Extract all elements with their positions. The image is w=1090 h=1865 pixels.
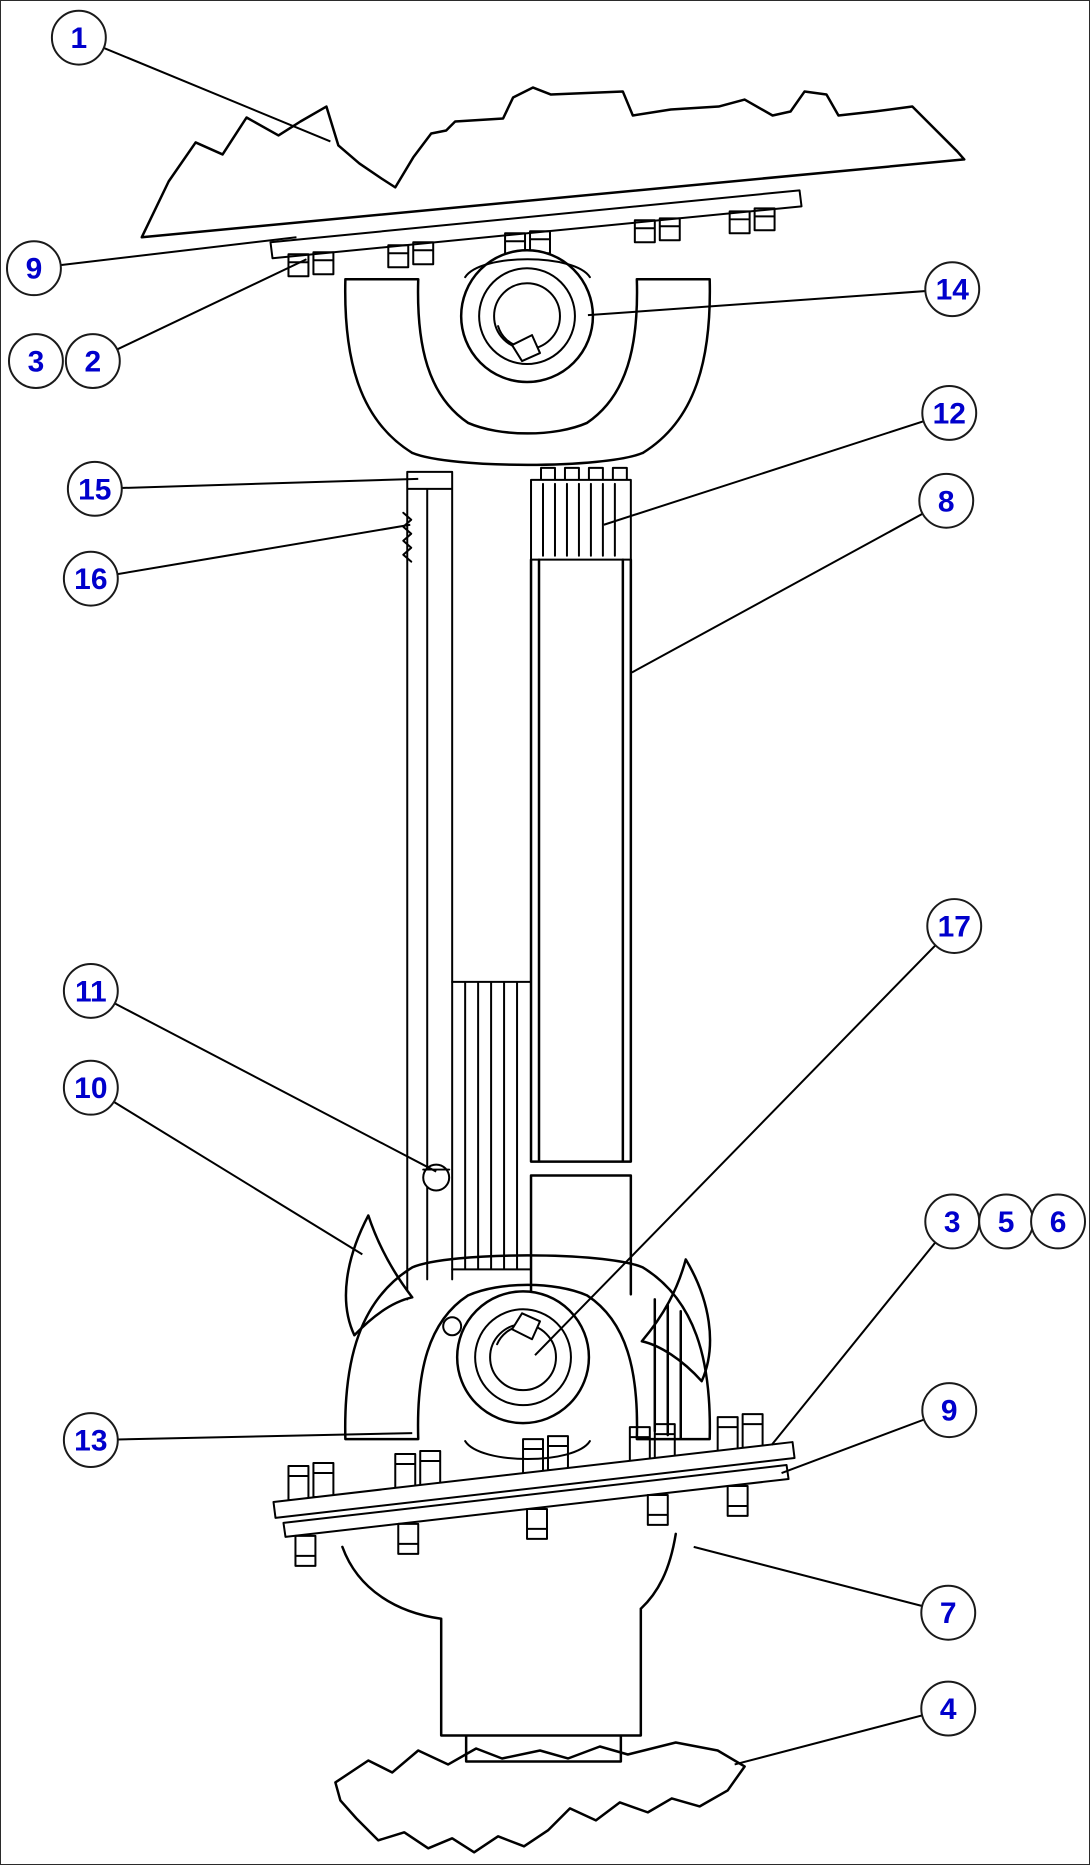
spline-overlap-section — [451, 980, 533, 1271]
callout-number-3-2: 2 — [85, 346, 102, 379]
callout-leader-0-1 — [78, 36, 331, 143]
callout-balloon-0-1[interactable] — [50, 9, 107, 66]
callout-balloon-16-13[interactable] — [62, 1412, 119, 1469]
callout-balloon-4-14[interactable] — [924, 261, 981, 318]
top-bearing-middle-ring — [478, 267, 576, 366]
callout-leader-17-7 — [693, 1545, 949, 1614]
differential-housing — [341, 1532, 678, 1763]
spline-seal-zigzag — [402, 511, 413, 563]
callout-number-12-3: 3 — [944, 1206, 961, 1239]
callout-leader-11-17 — [534, 925, 955, 1356]
callout-leader-3-2 — [92, 258, 307, 362]
callout-balloon-14-6[interactable] — [1030, 1193, 1087, 1250]
bottom-bearing-keyway — [511, 1312, 542, 1341]
top-u-joint-bearing — [459, 249, 595, 384]
callout-number-17-7: 7 — [940, 1597, 957, 1630]
driveshaft-line-art — [140, 86, 966, 1854]
callout-number-16-13: 13 — [74, 1425, 107, 1458]
slip-shaft-left-member — [406, 470, 454, 1301]
torn-axle-bottom — [334, 1741, 746, 1854]
callout-leader-4-14 — [587, 288, 953, 317]
callout-number-0-1: 1 — [71, 22, 88, 55]
callout-balloon-6-8[interactable] — [918, 472, 975, 529]
yoke-lube-hole — [442, 1316, 463, 1337]
callout-number-14-6: 6 — [1050, 1206, 1067, 1239]
top-yoke — [343, 277, 712, 467]
grease-fitting-body — [422, 1163, 451, 1192]
callout-number-11-17: 17 — [938, 911, 971, 944]
callout-number-8-16: 16 — [74, 563, 107, 596]
callout-number-4-14: 14 — [936, 274, 970, 307]
callout-balloon-18-4[interactable] — [920, 1680, 977, 1737]
lower-yoke-flare-left — [344, 1214, 414, 1337]
callout-balloon-17-7[interactable] — [920, 1584, 977, 1641]
callout-leader-7-15 — [94, 477, 419, 490]
top-bearing-keyway — [511, 334, 542, 363]
callout-number-15-9: 9 — [941, 1395, 958, 1428]
callout-number-18-4: 4 — [940, 1693, 957, 1726]
callout-balloon-5-12[interactable] — [921, 385, 978, 441]
callout-balloon-2-3[interactable] — [7, 333, 64, 389]
callout-leader-18-4 — [734, 1707, 949, 1766]
callout-leader-5-12 — [603, 412, 950, 526]
callout-leader-9-11 — [90, 990, 437, 1173]
bottom-bearing-middle-ring — [474, 1308, 572, 1407]
callout-number-13-5: 5 — [998, 1206, 1015, 1239]
top-flange — [269, 189, 803, 260]
callout-balloon-7-15[interactable] — [66, 460, 123, 517]
callout-leader-1-9 — [33, 236, 297, 270]
callout-leader-16-13 — [90, 1432, 413, 1442]
callout-leader-10-10 — [90, 1086, 363, 1256]
callout-number-7-15: 15 — [78, 473, 111, 506]
callout-leader-15-9 — [781, 1409, 950, 1474]
callout-leader-12-3 — [770, 1220, 954, 1446]
callout-balloon-1-9[interactable] — [5, 240, 62, 297]
callout-balloon-3-2[interactable] — [64, 333, 121, 389]
callout-number-10-10: 10 — [74, 1072, 107, 1105]
bottom-bearing-cap-strap — [464, 1440, 591, 1460]
callout-balloon-11-17[interactable] — [926, 898, 983, 954]
callout-leader-8-16 — [90, 523, 411, 580]
callout-balloon-8-16[interactable] — [62, 550, 119, 607]
callout-number-5-12: 12 — [933, 397, 966, 430]
callout-number-6-8: 8 — [938, 485, 955, 518]
bottom-yoke — [343, 1254, 712, 1441]
lower-yoke-flare-right — [640, 1258, 712, 1383]
callout-number-1-9: 9 — [26, 253, 43, 286]
callout-number-9-11: 11 — [75, 975, 107, 1008]
bottom-flange-plate-lower — [282, 1464, 790, 1538]
callout-leader-6-8 — [631, 499, 947, 674]
callout-balloon-9-11[interactable] — [62, 962, 119, 1019]
grease-fitting — [422, 1163, 451, 1192]
callout-layer: 1 9 3 2 14 12 8 15 16 11 10 17 3 5 6 9 13 7 4 — [5, 9, 1087, 1766]
callout-number-2-3: 3 — [28, 346, 45, 379]
bottom-flange-bolts-lower — [294, 1484, 749, 1567]
callout-balloon-15-9[interactable] — [921, 1382, 978, 1439]
drive-shaft-tube — [529, 558, 633, 1296]
callout-balloon-10-10[interactable] — [62, 1059, 119, 1116]
top-bearing-cap-strap — [464, 258, 591, 279]
bottom-u-joint-bearing — [442, 1290, 591, 1460]
splined-coupling — [530, 466, 632, 561]
bottom-flange-plate-upper — [272, 1441, 796, 1519]
